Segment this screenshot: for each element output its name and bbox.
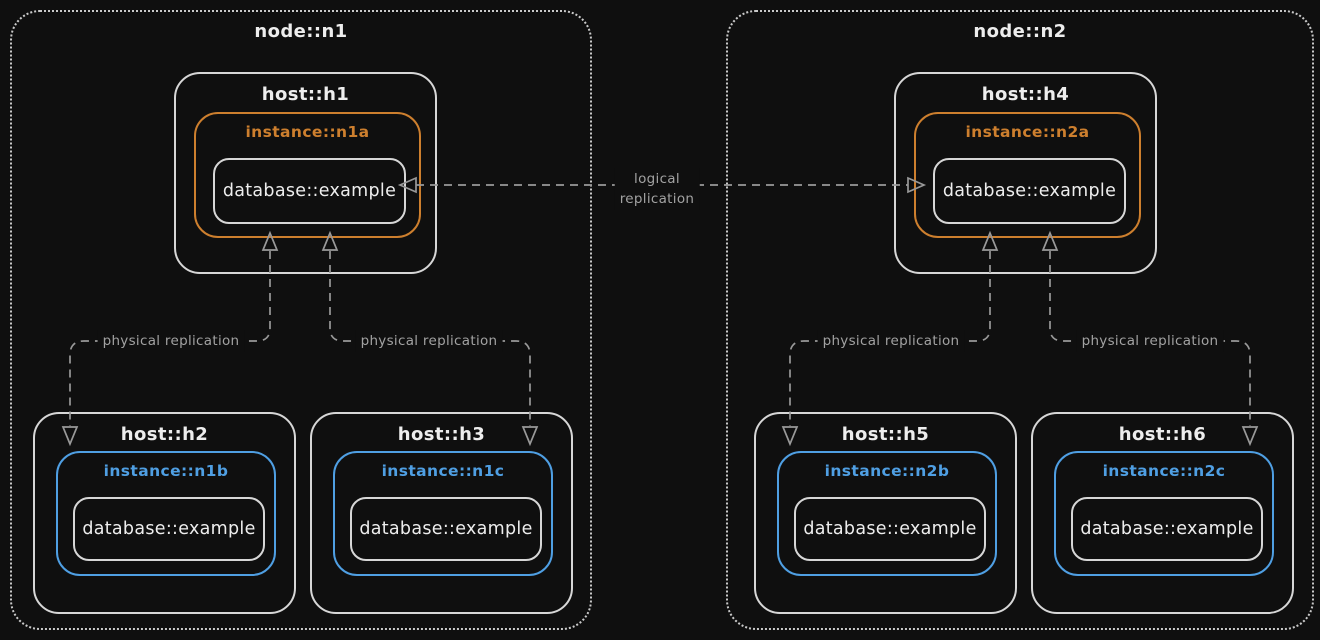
instance-n2b-title: instance::n2b xyxy=(824,462,950,480)
instance-n2b: instance::n2b database::example xyxy=(777,451,997,576)
host-h5: host::h5 instance::n2b database::example xyxy=(754,412,1017,614)
logical-replication-label-line1: logical xyxy=(634,171,680,187)
physical-replication-label-2: physical replication xyxy=(355,330,503,352)
logical-replication-label-line2: replication xyxy=(619,191,695,207)
host-h6: host::h6 instance::n2c database::example xyxy=(1031,412,1294,614)
instance-n2c: instance::n2c database::example xyxy=(1054,451,1274,576)
instance-n1c: instance::n1c database::example xyxy=(333,451,553,576)
database-label: database::example xyxy=(1080,519,1254,539)
physical-replication-label-4: physical replication xyxy=(1076,330,1224,352)
instance-n1c-title: instance::n1c xyxy=(381,462,505,480)
database-label: database::example xyxy=(942,181,1117,201)
instance-n2c-title: instance::n2c xyxy=(1102,462,1226,480)
database-example-n2c: database::example xyxy=(1071,497,1263,561)
physical-replication-label-3: physical replication xyxy=(817,330,965,352)
instance-n1b: instance::n1b database::example xyxy=(56,451,276,576)
node-n2: node::n2 host::h4 instance::n2a database… xyxy=(726,10,1314,630)
database-label: database::example xyxy=(359,519,533,539)
node-n2-title: node::n2 xyxy=(973,21,1067,42)
instance-n1a-title: instance::n1a xyxy=(245,123,370,141)
host-h4: host::h4 instance::n2a database::example xyxy=(894,72,1157,274)
database-label: database::example xyxy=(803,519,977,539)
physical-replication-label-1: physical replication xyxy=(97,330,245,352)
database-label: database::example xyxy=(82,519,256,539)
node-n1-title: node::n1 xyxy=(254,21,348,42)
database-example-n1c: database::example xyxy=(350,497,542,561)
instance-n2a-title: instance::n2a xyxy=(965,123,1090,141)
host-h1-title: host::h1 xyxy=(261,84,350,105)
database-label: database::example xyxy=(222,181,397,201)
host-h5-title: host::h5 xyxy=(841,424,930,445)
host-h2: host::h2 instance::n1b database::example xyxy=(33,412,296,614)
logical-replication-label: logical replication xyxy=(614,168,700,210)
instance-n1a: instance::n1a database::example xyxy=(194,112,421,238)
instance-n2a: instance::n2a database::example xyxy=(914,112,1141,238)
host-h2-title: host::h2 xyxy=(120,424,209,445)
host-h1: host::h1 instance::n1a database::example xyxy=(174,72,437,274)
instance-n1b-title: instance::n1b xyxy=(103,462,229,480)
database-example-n1b: database::example xyxy=(73,497,265,561)
host-h4-title: host::h4 xyxy=(981,84,1070,105)
host-h3: host::h3 instance::n1c database::example xyxy=(310,412,573,614)
host-h3-title: host::h3 xyxy=(397,424,486,445)
database-example-n2b: database::example xyxy=(794,497,986,561)
node-n1: node::n1 host::h1 instance::n1a database… xyxy=(10,10,592,630)
database-example-n1a: database::example xyxy=(213,158,406,224)
host-h6-title: host::h6 xyxy=(1118,424,1207,445)
database-example-n2a: database::example xyxy=(933,158,1126,224)
